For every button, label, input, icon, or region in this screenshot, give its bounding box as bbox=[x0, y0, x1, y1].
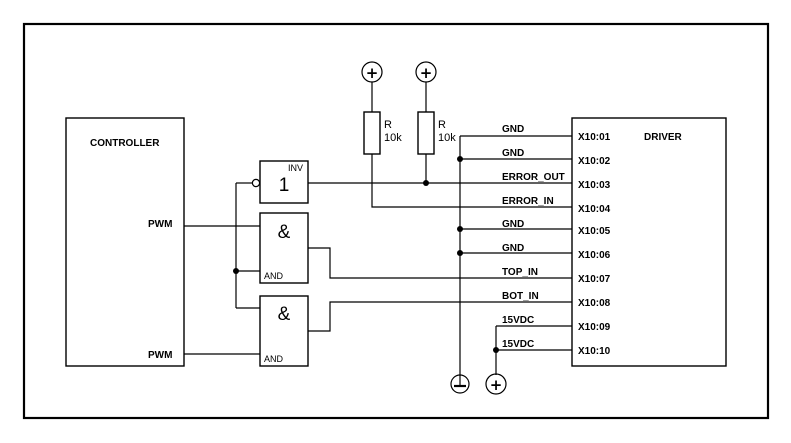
controller-block bbox=[65, 117, 185, 367]
resistor-r2 bbox=[417, 111, 435, 155]
resistor-r1-value: 10k bbox=[384, 132, 402, 144]
signal-label: TOP_IN bbox=[502, 267, 538, 278]
wire-top-in bbox=[308, 247, 572, 279]
supply-plus-glyph: + bbox=[366, 64, 379, 82]
resistor-r1 bbox=[363, 111, 381, 155]
driver-block bbox=[571, 117, 727, 367]
driver-pin-label: X10:07 bbox=[578, 274, 611, 285]
ground-icon bbox=[450, 374, 470, 394]
inverter-symbol: 1 bbox=[279, 175, 290, 196]
inverter-gate bbox=[259, 160, 309, 204]
signal-label: GND bbox=[502, 219, 524, 230]
junction-dot bbox=[457, 156, 463, 162]
resistor-r2-name: R bbox=[438, 119, 446, 131]
diagram-frame bbox=[22, 22, 770, 420]
driver-pin-label: X10:08 bbox=[578, 298, 611, 309]
driver-pin-label: X10:10 bbox=[578, 346, 611, 357]
junction-dot bbox=[493, 347, 499, 353]
and-top-symbol: & bbox=[278, 222, 291, 243]
junction-dot bbox=[457, 250, 463, 256]
controller-title: CONTROLLER bbox=[90, 138, 160, 149]
wire-bot-in bbox=[308, 301, 572, 332]
supply-plus-glyph: + bbox=[490, 376, 503, 394]
supply-plus-glyph: + bbox=[420, 64, 433, 82]
driver-pin-label: X10:01 bbox=[578, 132, 611, 143]
and-bottom-symbol: & bbox=[278, 304, 291, 325]
supply-plus-icon bbox=[485, 373, 507, 395]
signal-label: GND bbox=[502, 148, 524, 159]
inverter-bubble bbox=[251, 178, 261, 188]
junction-dot bbox=[457, 226, 463, 232]
driver-pin-label: X10:09 bbox=[578, 322, 611, 333]
and-top-label: AND bbox=[264, 271, 284, 281]
signal-label: 15VDC bbox=[502, 339, 534, 350]
and-bottom-label: AND bbox=[264, 354, 284, 364]
controller-pwm-top-label: PWM bbox=[148, 219, 172, 230]
signal-label: GND bbox=[502, 243, 524, 254]
junction-dot bbox=[233, 268, 239, 274]
wire-error-in bbox=[371, 154, 572, 208]
resistor-r2-value: 10k bbox=[438, 132, 456, 144]
signal-label: 15VDC bbox=[502, 315, 534, 326]
signal-label: ERROR_OUT bbox=[502, 172, 565, 183]
signal-label: ERROR_IN bbox=[502, 196, 554, 207]
inverter-label: INV bbox=[288, 163, 303, 173]
signal-label: BOT_IN bbox=[502, 291, 539, 302]
driver-pin-label: X10:03 bbox=[578, 180, 611, 191]
signal-label: GND bbox=[502, 124, 524, 135]
controller-pwm-bottom-label: PWM bbox=[148, 350, 172, 361]
driver-pin-label: X10:05 bbox=[578, 226, 611, 237]
driver-pin-label: X10:02 bbox=[578, 156, 611, 167]
driver-title: DRIVER bbox=[644, 132, 683, 143]
driver-pin-label: X10:04 bbox=[578, 204, 611, 215]
driver-pin-label: X10:06 bbox=[578, 250, 611, 261]
resistor-r1-name: R bbox=[384, 119, 392, 131]
